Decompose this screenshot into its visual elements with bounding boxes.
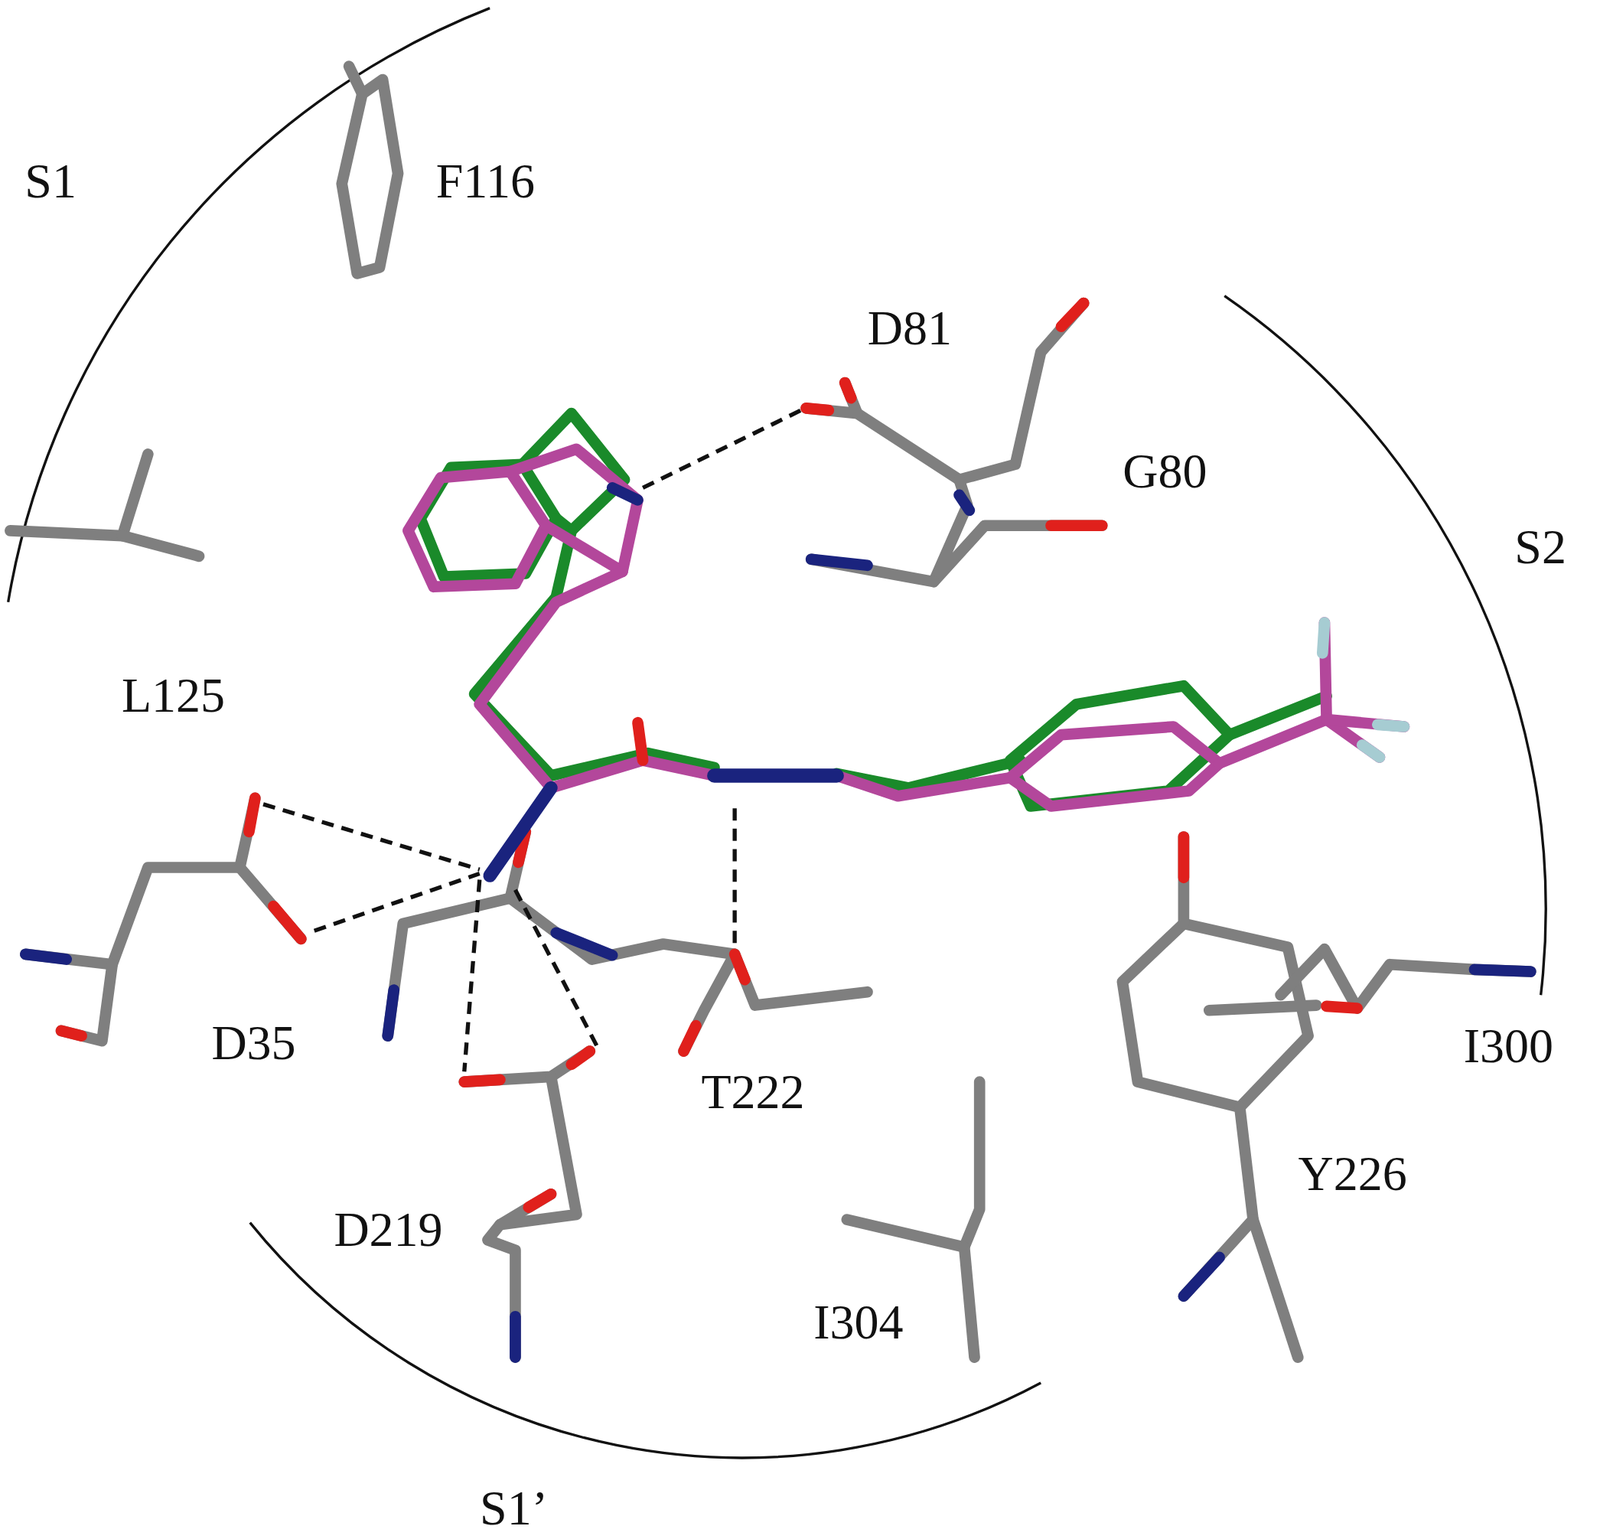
residue-label: F116 bbox=[433, 156, 538, 206]
residue-label: D81 bbox=[865, 303, 955, 353]
residue-label: I300 bbox=[1461, 1021, 1556, 1071]
residue-label: L125 bbox=[119, 671, 228, 721]
residue-label: D35 bbox=[208, 1018, 298, 1068]
residue-label: D219 bbox=[331, 1205, 445, 1255]
residue-label: S1 bbox=[22, 156, 79, 206]
residue-label: S2 bbox=[1512, 522, 1569, 572]
residue-label: Y226 bbox=[1296, 1149, 1410, 1199]
residue-label: T222 bbox=[698, 1067, 807, 1117]
residue-label: G80 bbox=[1120, 446, 1209, 496]
residue-label: S1’ bbox=[477, 1483, 551, 1533]
residue-label: I304 bbox=[811, 1297, 906, 1347]
